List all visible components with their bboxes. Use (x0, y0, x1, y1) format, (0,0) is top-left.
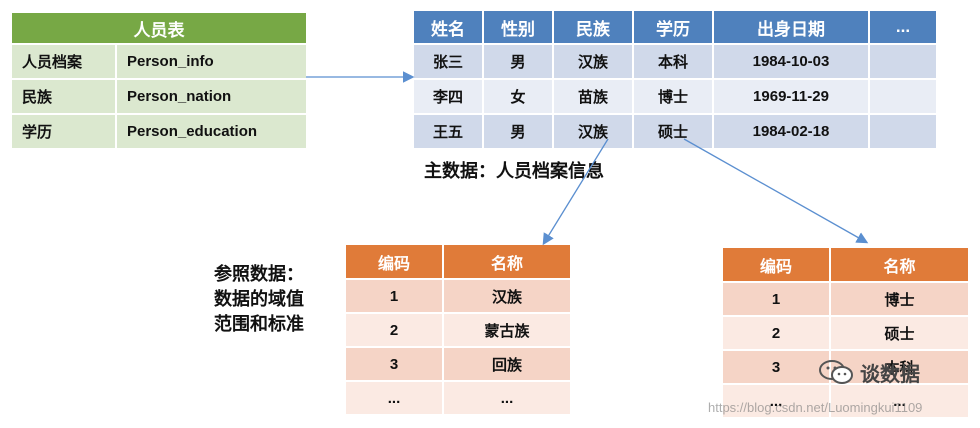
master-header: ... (869, 11, 938, 44)
nation-cell: 1 (346, 278, 444, 313)
table-row: 3 回族 (346, 346, 572, 381)
nation-cell: 蒙古族 (443, 312, 572, 347)
reference-caption-line: 范围和标准 (214, 314, 304, 334)
education-reference-table: 编码 名称 1 博士 2 硕士 3 本科 ... ... (723, 248, 970, 417)
table-row: 1 博士 (723, 281, 970, 316)
master-cell: 博士 (633, 78, 714, 114)
wechat-icon (819, 360, 853, 384)
master-cell: 苗族 (553, 78, 634, 114)
education-cell: ... (723, 383, 831, 417)
education-header: 编码 (723, 248, 831, 282)
master-cell: 张三 (414, 43, 484, 79)
reference-caption-line: 参照数据： (214, 264, 304, 284)
education-cell: 本科 (830, 349, 970, 384)
nation-header: 名称 (443, 245, 572, 279)
education-cell: ... (830, 383, 970, 417)
nation-cell: ... (443, 380, 572, 414)
nation-cell: 3 (346, 346, 444, 381)
reference-data-caption: 参照数据： 数据的域值 范围和标准 (214, 262, 304, 337)
education-cell: 3 (723, 349, 831, 384)
watermark-url: https://blog.csdn.net/Luomingkui1109 (708, 400, 923, 415)
nation-cell: 汉族 (443, 278, 572, 313)
master-cell: 汉族 (553, 113, 634, 148)
reference-caption-line: 数据的域值 (214, 289, 304, 309)
master-cell: 本科 (633, 43, 714, 79)
master-data-table: 姓名 性别 民族 学历 出身日期 ... 张三 男 汉族 本科 1984-10-… (414, 11, 938, 148)
person-row-cn: 人员档案 (12, 43, 117, 79)
table-row: 张三 男 汉族 本科 1984-10-03 (414, 43, 938, 79)
watermark-logo: 谈数据 (818, 356, 948, 388)
table-row: 学历 Person_education (12, 113, 306, 148)
master-cell: 1969-11-29 (713, 78, 870, 114)
table-row: 3 本科 (723, 349, 970, 384)
master-cell: 汉族 (553, 43, 634, 79)
person-row-en: Person_info (116, 43, 306, 79)
master-cell (869, 43, 938, 79)
master-cell: 男 (483, 113, 554, 148)
table-row: 人员档案 Person_info (12, 43, 306, 79)
education-cell: 硕士 (830, 315, 970, 350)
table-row: ... ... (346, 380, 572, 414)
master-cell: 男 (483, 43, 554, 79)
table-row: 2 硕士 (723, 315, 970, 350)
nation-cell: 2 (346, 312, 444, 347)
master-cell: 王五 (414, 113, 484, 148)
nation-header: 编码 (346, 245, 444, 279)
table-row: 民族 Person_nation (12, 78, 306, 114)
table-row: 李四 女 苗族 博士 1969-11-29 (414, 78, 938, 114)
nation-cell: 回族 (443, 346, 572, 381)
master-cell: 女 (483, 78, 554, 114)
master-cell (869, 78, 938, 114)
master-header: 姓名 (414, 11, 484, 44)
master-header: 学历 (633, 11, 714, 44)
master-cell: 1984-02-18 (713, 113, 870, 148)
master-cell: 硕士 (633, 113, 714, 148)
education-header: 名称 (830, 248, 970, 282)
master-cell (869, 113, 938, 148)
person-table: 人员表 人员档案 Person_info 民族 Person_nation 学历… (12, 13, 306, 148)
person-row-en: Person_education (116, 113, 306, 148)
education-cell: 博士 (830, 281, 970, 316)
table-row: 1 汉族 (346, 278, 572, 313)
watermark-logo-text: 谈数据 (860, 363, 920, 386)
person-table-title: 人员表 (12, 13, 306, 45)
master-header: 民族 (553, 11, 634, 44)
person-row-en: Person_nation (116, 78, 306, 114)
arrow-nation-to-reference (542, 138, 609, 246)
table-row: ... ... (723, 383, 970, 417)
master-cell: 李四 (414, 78, 484, 114)
master-header: 性别 (483, 11, 554, 44)
master-data-caption: 主数据：人员档案信息 (424, 161, 604, 181)
master-cell: 1984-10-03 (713, 43, 870, 79)
person-row-cn: 民族 (12, 78, 117, 114)
nation-reference-table: 编码 名称 1 汉族 2 蒙古族 3 回族 ... ... (346, 245, 572, 414)
table-row: 王五 男 汉族 硕士 1984-02-18 (414, 113, 938, 148)
table-row: 2 蒙古族 (346, 312, 572, 347)
nation-cell: ... (346, 380, 444, 414)
master-header: 出身日期 (713, 11, 870, 44)
person-row-cn: 学历 (12, 113, 117, 148)
education-cell: 1 (723, 281, 831, 316)
arrow-education-to-reference (683, 138, 869, 244)
education-cell: 2 (723, 315, 831, 350)
